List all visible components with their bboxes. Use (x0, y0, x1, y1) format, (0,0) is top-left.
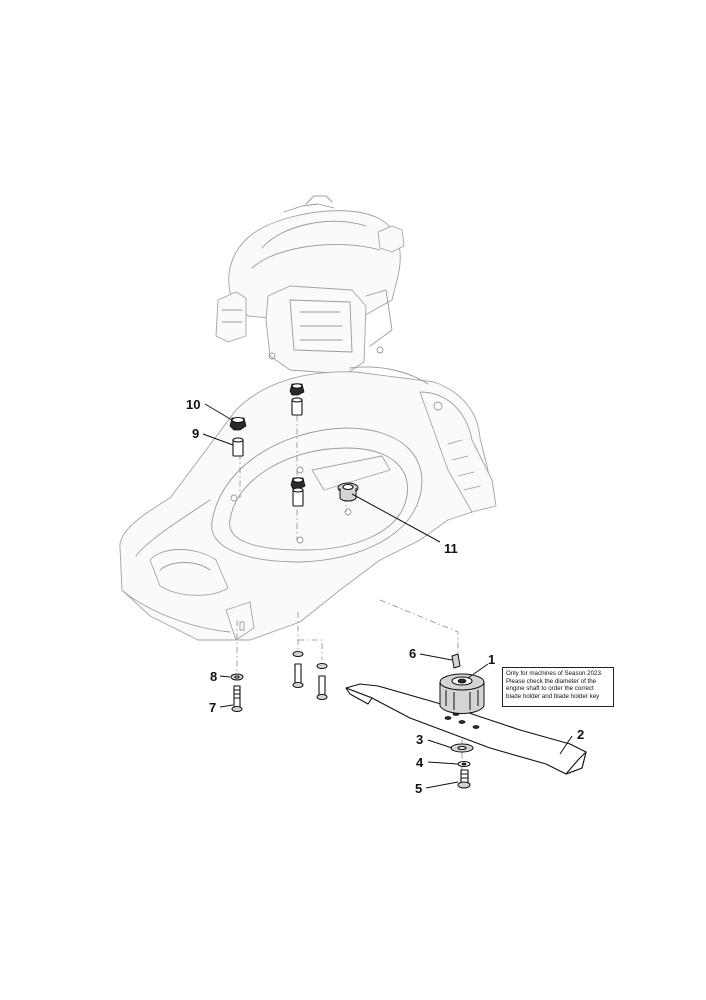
part-5-bolt (457, 769, 471, 789)
part-2-blade (345, 683, 587, 775)
part-9-spacer (232, 437, 244, 457)
callout-11: 11 (444, 541, 458, 556)
middle-washer-bolt-left (292, 651, 304, 688)
mower-deck-ghost (119, 366, 497, 641)
callout-labels: 10 9 11 6 1 8 7 2 3 4 5 (186, 397, 584, 796)
part-11-bushing (337, 482, 359, 502)
part-4-lock-washer (457, 760, 471, 768)
leader-lines (202, 403, 573, 789)
lower-nut-spacer (290, 477, 306, 507)
callout-2: 2 (577, 727, 584, 742)
season-2023-note: Only for machines of Season 2023. Please… (502, 667, 614, 707)
part-6-key (451, 653, 461, 669)
callout-7: 7 (209, 700, 216, 715)
engine-ghost (215, 195, 405, 375)
middle-washer-bolt-right (316, 663, 328, 700)
callout-9: 9 (192, 426, 199, 441)
note-text: Only for machines of Season 2023. Please… (506, 670, 603, 700)
callout-4: 4 (416, 755, 424, 770)
upper-nut-spacer (289, 383, 305, 416)
part-7-bolt (231, 685, 243, 712)
callout-1: 1 (488, 652, 495, 667)
callout-10: 10 (186, 397, 200, 412)
part-3-washer (450, 743, 474, 753)
part-8-washer (230, 673, 244, 681)
part-1-blade-holder (439, 673, 485, 714)
callout-6: 6 (409, 646, 416, 661)
callout-8: 8 (210, 669, 217, 684)
callout-5: 5 (415, 781, 422, 796)
callout-3: 3 (416, 732, 423, 747)
